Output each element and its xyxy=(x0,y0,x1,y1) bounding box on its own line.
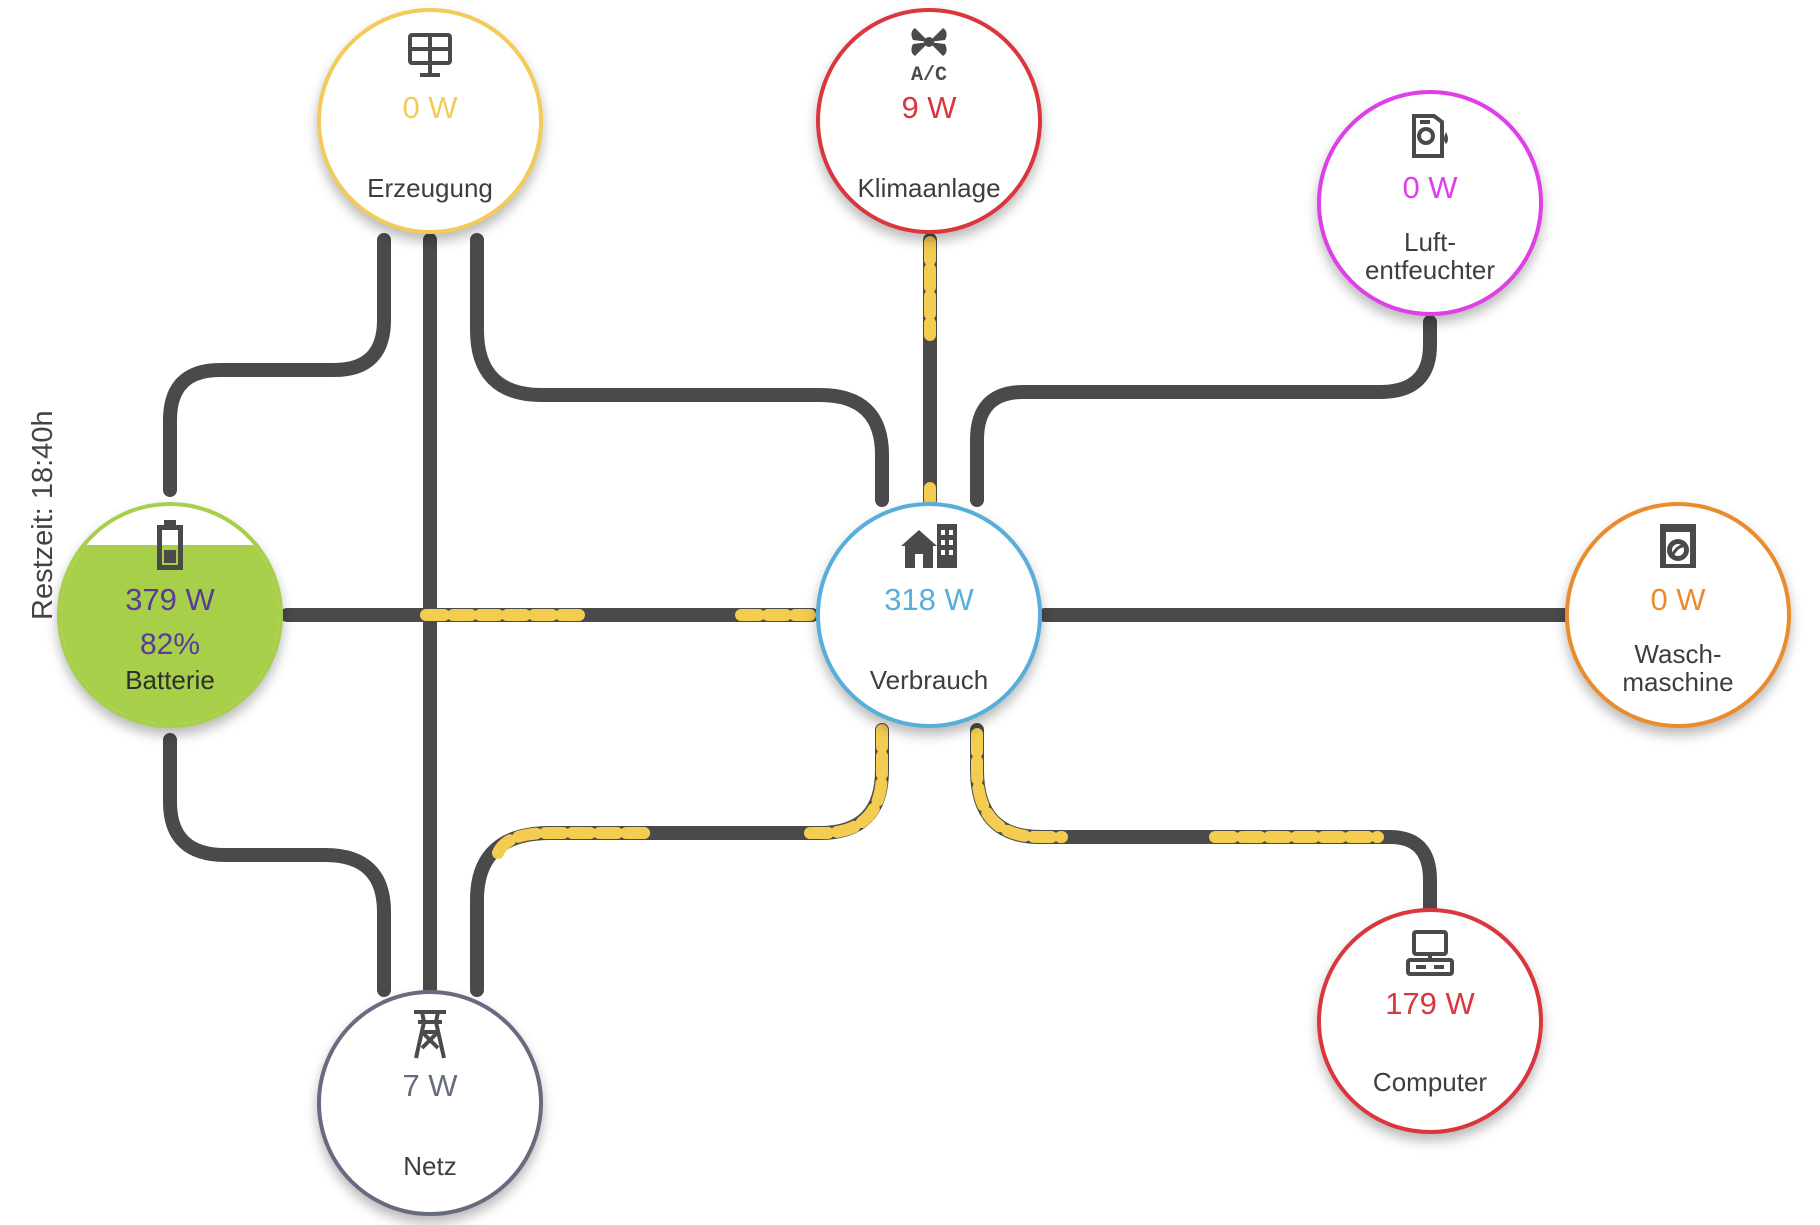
node-label-line2: entfeuchter xyxy=(1364,255,1496,285)
flow-verbrauch-computer-a xyxy=(971,728,1068,843)
node-label-line2: maschine xyxy=(1622,667,1734,697)
node-label: Erzeugung xyxy=(367,173,493,203)
dehumidifier-icon xyxy=(1412,114,1448,158)
line-netz-verbrauch xyxy=(470,723,889,997)
node-label-line1: Wasch- xyxy=(1634,639,1722,669)
node-klimaanlage[interactable]: A/C 9 W Klimaanlage xyxy=(816,8,1042,234)
node-computer[interactable]: 179 W Computer xyxy=(1317,908,1543,1134)
node-power: 0 W xyxy=(402,90,458,125)
node-netz[interactable]: 7 W Netz xyxy=(317,990,543,1216)
node-luftentfeuchter[interactable]: 0 W Luft- entfeuchter xyxy=(1317,90,1543,316)
node-label: Netz xyxy=(403,1151,457,1181)
power-pylon-icon xyxy=(414,1010,446,1059)
solar-panel-icon xyxy=(408,33,452,77)
node-power: 179 W xyxy=(1385,986,1475,1021)
home-building-icon xyxy=(901,524,957,568)
node-waschmaschine[interactable]: 0 W Wasch- maschine xyxy=(1565,502,1791,728)
line-batterie-netz xyxy=(163,733,391,997)
line-erzeugung-batterie xyxy=(163,233,391,497)
node-erzeugung[interactable]: 0 W Erzeugung xyxy=(317,8,543,234)
remaining-time-label: Restzeit: 18:40h xyxy=(27,410,59,620)
node-label: Computer xyxy=(1372,1067,1488,1097)
node-power: 0 W xyxy=(1650,582,1706,617)
washing-machine-icon xyxy=(1660,524,1696,568)
node-power: 7 W xyxy=(402,1068,458,1103)
node-label: Klimaanlage xyxy=(857,173,1001,203)
node-label: Verbrauch xyxy=(869,665,989,695)
node-batterie[interactable]: 379 W 82% Batterie xyxy=(57,502,283,728)
svg-text:A/C: A/C xyxy=(911,64,947,82)
node-power: 379 W xyxy=(125,582,215,617)
battery-percent: 82% xyxy=(139,628,201,661)
line-luftentfeuchter-verbrauch xyxy=(970,315,1437,507)
node-power: 0 W xyxy=(1402,170,1458,205)
flow-dots xyxy=(420,236,1384,859)
flow-netz-verbrauch-a xyxy=(492,827,658,859)
node-verbrauch[interactable]: 318 W Verbrauch xyxy=(816,502,1042,728)
flow-netz-verbrauch-b xyxy=(804,724,888,839)
node-label-line1: Luft- xyxy=(1403,227,1457,257)
line-erzeugung-verbrauch xyxy=(470,233,889,507)
node-power: 9 W xyxy=(901,90,957,125)
line-verbrauch-computer xyxy=(970,723,1437,915)
battery-level-fill xyxy=(61,545,279,724)
battery-icon xyxy=(157,520,183,570)
computer-icon xyxy=(1406,930,1454,976)
node-power: 318 W xyxy=(884,582,974,617)
air-conditioner-icon: A/C xyxy=(911,28,947,82)
node-label: Batterie xyxy=(125,665,215,695)
